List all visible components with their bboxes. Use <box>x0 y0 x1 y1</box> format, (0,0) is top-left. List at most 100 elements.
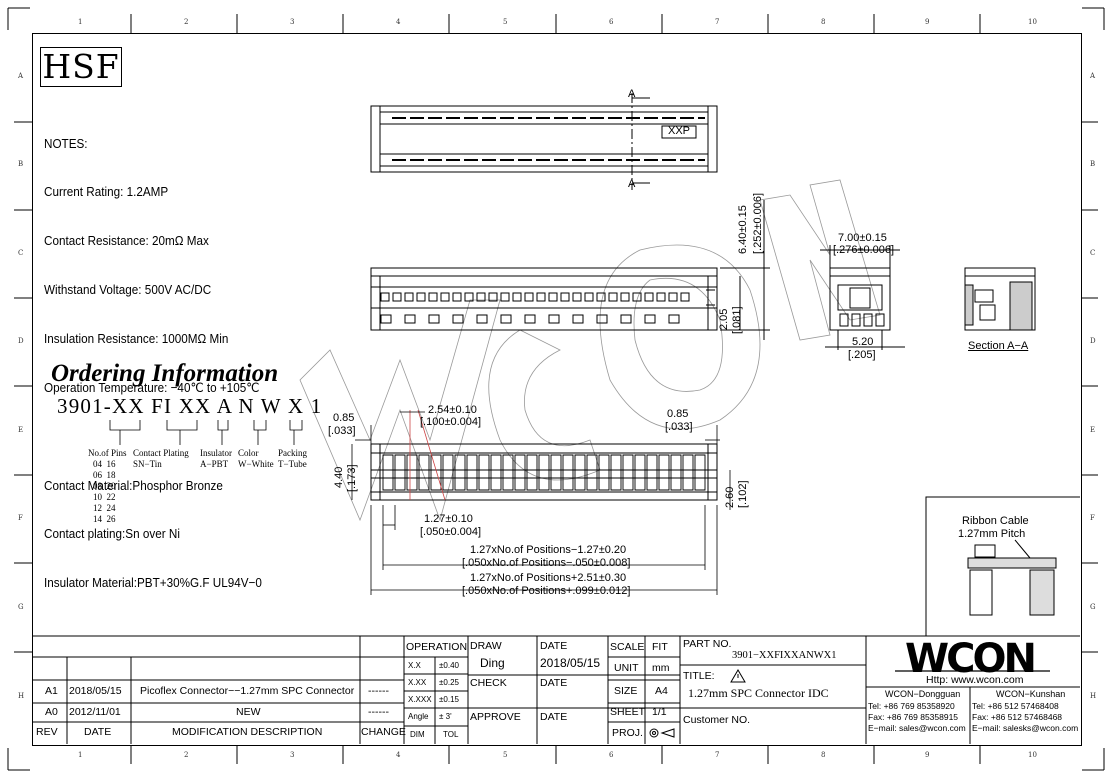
zone-number: 6 <box>609 751 614 759</box>
note-line: Withstand Voltage: 500V AC/DC <box>44 282 212 298</box>
zone-number: 1 <box>78 751 83 759</box>
pin-option: 08 20 <box>93 481 116 491</box>
zone-letter: B <box>18 160 24 168</box>
zone-number: 1 <box>78 18 83 26</box>
side-view <box>370 267 718 331</box>
ordering-code: 3901-XX FI XX A N W X 1 <box>57 394 323 418</box>
dim-length-1-inch: [.050xNo.of Positions−.050±0.008] <box>462 557 631 569</box>
dim-520: 5.20 <box>852 336 874 348</box>
size-value: A4 <box>655 685 668 697</box>
zone-letter: F <box>18 514 23 522</box>
ordering-title: Ordering Information <box>51 360 279 387</box>
dongguan-email: E−mail: sales@wcon.com <box>868 723 966 733</box>
dim-127-inch: [.050±0.004] <box>420 526 482 538</box>
website: Http: www.wcon.com <box>926 674 1024 686</box>
dim-length-2: 1.27xNo.of Positions+2.51±0.30 <box>470 572 627 584</box>
zone-number: 4 <box>396 751 401 759</box>
top-view <box>370 93 718 190</box>
pins-label: No.of Pins <box>88 448 127 458</box>
dongguan-tel: Tel: +86 769 85358920 <box>868 701 955 711</box>
section-aa <box>964 267 1036 331</box>
zone-number: 6 <box>609 18 614 26</box>
side-view-pins <box>380 200 770 340</box>
insulator-value: A−PBT <box>200 459 229 469</box>
pin-option: 04 16 <box>93 459 116 469</box>
desc-header: MODIFICATION DESCRIPTION <box>172 726 323 738</box>
wcon-logo: WCON <box>905 636 1037 682</box>
note-line <box>44 429 262 445</box>
title-label: TITLE: <box>683 670 715 682</box>
dim-085-left: 0.85 <box>333 412 355 424</box>
ribbon-box <box>925 496 1080 636</box>
draw-name: Ding <box>480 656 505 670</box>
change-header: CHANGE <box>361 726 406 738</box>
zone-number: 10 <box>1028 18 1037 26</box>
dim-700: 7.00±0.15 <box>838 232 887 244</box>
dim-085-right-inch: [.033] <box>665 421 693 433</box>
color-value: W−White <box>238 459 274 469</box>
unit-label: UNIT <box>614 662 639 674</box>
note-line: Operation Temperature: −40℃ to +105℃ <box>44 380 260 396</box>
zone-number: 8 <box>821 18 826 26</box>
dim-205-inch: [.081] <box>731 306 743 334</box>
note-line: Contact plating:Sn over Ni <box>44 526 180 542</box>
rev-date-cell: 2018/05/15 <box>69 685 122 697</box>
dim-640-inch: [.252±0.006] <box>752 192 764 254</box>
insulator-label: Insulator <box>200 448 232 458</box>
date-label: DATE <box>540 640 568 652</box>
dim-260: 2.60 <box>724 486 736 508</box>
dongguan-fax: Fax: +86 769 85358915 <box>868 712 959 722</box>
ordering-leaders <box>109 420 303 445</box>
packing-label: Packing <box>278 448 307 458</box>
proj-label: PROJ. <box>612 727 643 739</box>
rev-change-cell: ------ <box>368 706 389 718</box>
part-no-value: 3901−XXFIXXANWX1 <box>732 650 837 661</box>
front-view-contacts <box>371 454 717 491</box>
rev-date-cell: 2012/11/01 <box>69 706 121 718</box>
zone-number: 7 <box>715 18 720 26</box>
zone-number: 5 <box>503 18 508 26</box>
tol-value: TOL <box>443 730 459 739</box>
projection-icon <box>649 728 675 738</box>
dim-520-inch: [.205] <box>848 349 876 361</box>
sheet-value: 1/1 <box>652 706 667 718</box>
tol-value: ±0.25 <box>439 678 459 687</box>
notes-block: NOTES: Current Rating: 1.2AMP Contact Re… <box>44 103 262 608</box>
draw-label: DRAW <box>470 640 502 652</box>
zone-number: 9 <box>925 751 930 759</box>
zone-letter: B <box>1090 160 1096 168</box>
zone-letter: A <box>18 72 24 80</box>
zone-number: 9 <box>925 18 930 26</box>
zone-letter: D <box>1090 337 1096 345</box>
pin-option: 12 24 <box>93 503 116 513</box>
draw-date: 2018/05/15 <box>540 656 601 670</box>
rev-change-cell: ------ <box>368 685 389 697</box>
scale-label: SCALE <box>610 641 645 653</box>
check-label: CHECK <box>470 677 507 689</box>
tol-key: DIM <box>410 730 425 739</box>
zone-number: 5 <box>503 751 508 759</box>
dim-085-right: 0.85 <box>667 408 689 420</box>
operation-label: OPERATION <box>406 641 468 653</box>
zone-letter: H <box>1090 692 1097 700</box>
dim-085-left-inch: [.033] <box>328 425 356 437</box>
rev-cell: A0 <box>45 706 58 718</box>
pin-option: 10 22 <box>93 492 116 502</box>
kunshan-name: WCON−Kunshan <box>996 689 1066 699</box>
zone-letter: F <box>1090 514 1095 522</box>
dim-440: 4.40 <box>333 466 345 488</box>
tol-key: X.X <box>408 661 421 670</box>
tol-value: ±0.15 <box>439 695 459 704</box>
end-view <box>820 245 905 350</box>
kunshan-fax: Fax: +86 512 57468468 <box>972 712 1063 722</box>
approve-label: APPROVE <box>470 711 521 723</box>
zone-letter: G <box>18 603 24 611</box>
dim-205: 2.05 <box>718 308 730 330</box>
dim-length-2-inch: [.050xNo.of Positions+.099±0.012] <box>462 585 631 597</box>
front-view <box>370 443 718 501</box>
zone-letter: G <box>1090 603 1096 611</box>
plating-value: SN−Tin <box>133 459 162 469</box>
zone-number: 3 <box>290 18 295 26</box>
zone-number: 10 <box>1028 751 1037 759</box>
zone-number: 2 <box>184 751 189 759</box>
